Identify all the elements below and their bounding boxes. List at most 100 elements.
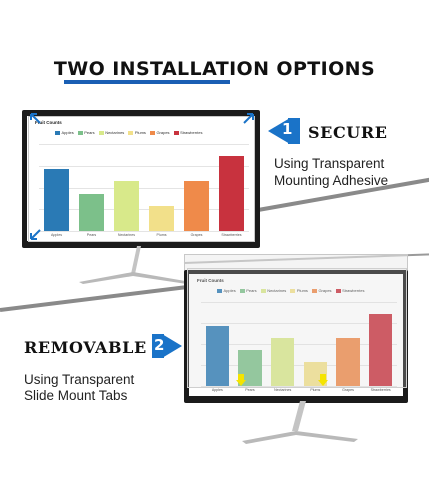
x-tick-label: Strawberries (370, 388, 391, 392)
gridline (39, 209, 249, 211)
chart-bar-strawberries (218, 156, 245, 231)
gridline (39, 144, 249, 145)
legend-swatch (239, 288, 245, 293)
heading-underline (64, 80, 230, 84)
chart-bar-nectarines (270, 338, 295, 386)
gridline (39, 165, 249, 167)
legend-item: Apples (55, 130, 74, 135)
legend-swatch (217, 288, 222, 293)
corner-arrow-icon (30, 113, 41, 124)
x-tick-label: Apples (211, 388, 223, 392)
x-tick-label: Pears (86, 233, 97, 237)
chart-bar-plums (148, 206, 175, 231)
legend-label: Plums (296, 288, 308, 293)
legend-label: Plums (134, 130, 146, 135)
legend-item: Strawberries (173, 130, 203, 135)
legend-swatch (55, 130, 60, 135)
legend-swatch (335, 288, 341, 293)
legend-swatch (290, 288, 296, 293)
legend-swatch (173, 130, 179, 135)
corner-arrow-icon (243, 113, 254, 124)
slide-tab-left-icon (236, 374, 246, 386)
legend-label: Apples (61, 130, 74, 135)
gridline (201, 323, 397, 324)
legend-label: Nectarines (267, 288, 287, 293)
legend-item: Plums (290, 288, 308, 293)
option-removable-title: REMOVABLE (24, 338, 147, 357)
legend-label: Pears (246, 288, 257, 293)
legend-swatch (311, 288, 317, 293)
adhesive-film-secure (28, 116, 255, 242)
legend-item: Pears (239, 288, 257, 293)
option-removable-desc-line2: Slide Mount Tabs (24, 388, 128, 403)
corner-arrow-icon (30, 229, 41, 240)
x-tick-label: Strawberries (221, 233, 242, 237)
number-badge-2-icon (152, 334, 182, 358)
monitor-stand-secure (79, 246, 191, 284)
option-removable-desc-line1: Using Transparent (24, 372, 135, 387)
gridline (201, 344, 397, 345)
x-tick-label: Plums (156, 233, 167, 237)
heading-part2: ATION OPTIONS (202, 58, 376, 80)
slide-tab-right-icon (318, 374, 328, 386)
x-tick-label: Grapes (342, 388, 354, 392)
film-overlay-removable (187, 268, 407, 388)
chart-bar-strawberries (368, 314, 393, 386)
x-tick-label: Plums (310, 388, 321, 392)
legend-label: Strawberries (180, 130, 203, 135)
heading-part1: TWO INSTALL (53, 58, 203, 80)
legend-swatch (98, 130, 104, 135)
legend-swatch (128, 130, 134, 135)
legend-label: Grapes (156, 130, 170, 135)
chart-plot-area (39, 144, 249, 232)
gridline (201, 302, 397, 303)
number-badge-1-icon (268, 118, 300, 144)
chart-bar-apples (205, 326, 230, 386)
option-secure-title: SECURE (308, 123, 388, 142)
x-tick-label: Apples (51, 233, 62, 237)
legend-item: Plums (128, 130, 146, 135)
gridline (39, 231, 249, 232)
gridline (39, 187, 249, 189)
legend-item: Grapes (149, 130, 170, 135)
option-secure-desc-line2: Mounting Adhesive (274, 173, 389, 188)
legend-item: Nectarines (260, 288, 287, 293)
chart-title: Fruit Counts (35, 120, 62, 125)
legend-item: Apples (217, 288, 236, 293)
legend-label: Nectarines (105, 130, 125, 135)
chart-legend: Apples Pears Nectarines Plums Grapes Strawber… (55, 130, 203, 135)
option-removable-number: 2 (154, 336, 165, 354)
x-tick-label: Nectarines (117, 233, 136, 237)
page-heading: TWO INSTALLATION OPTIONS (0, 58, 429, 80)
chart-bar-nectarines (113, 181, 140, 231)
chart-bar-grapes (183, 181, 210, 231)
legend-item: Grapes (311, 288, 332, 293)
x-tick-label: Nectarines (274, 388, 292, 392)
monitor-stand-removable (242, 401, 358, 444)
legend-swatch (260, 288, 266, 293)
x-tick-label: Grapes (190, 233, 203, 237)
gridline (201, 365, 397, 366)
legend-item: Pears (77, 130, 95, 135)
gridline (201, 386, 397, 387)
legend-item: Nectarines (98, 130, 125, 135)
chart-title: Fruit Counts (197, 278, 224, 283)
legend-item: Strawberries (335, 288, 365, 293)
x-tick-label: Pears (245, 388, 255, 392)
legend-label: Apples (223, 288, 236, 293)
legend-swatch (149, 130, 155, 135)
chart-bar-grapes (336, 338, 360, 386)
legend-swatch (77, 130, 83, 135)
legend-label: Pears (84, 130, 95, 135)
chart-bar-apples (43, 168, 70, 231)
divider-band-lower (0, 283, 199, 312)
legend-label: Grapes (318, 288, 332, 293)
option-secure-number: 1 (282, 120, 293, 138)
chart-bar-pears (238, 350, 262, 386)
